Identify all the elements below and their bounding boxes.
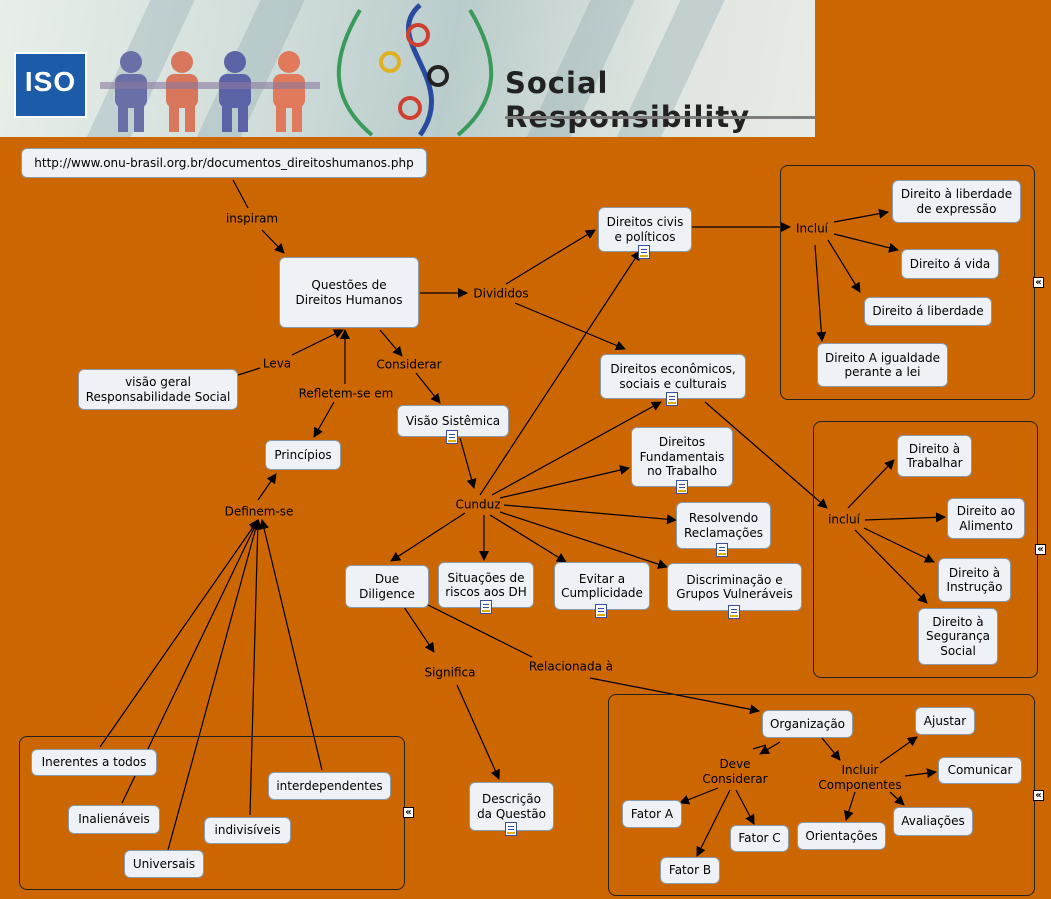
link-relacionada: Relacionada à — [528, 659, 614, 674]
node-questoes[interactable]: Questões de Direitos Humanos — [279, 257, 419, 328]
document-icon[interactable] — [446, 430, 458, 444]
node-avaliacoes[interactable]: Avaliações — [893, 807, 973, 836]
link-inclui-economicos: incluí — [828, 512, 860, 527]
node-fator-b[interactable]: Fator B — [660, 857, 720, 884]
document-icon[interactable] — [676, 480, 688, 494]
document-icon[interactable] — [728, 605, 740, 619]
link-refletem: Refletem-se em — [298, 386, 394, 401]
node-evitar[interactable]: Evitar a Cumplicidade — [554, 562, 650, 610]
label: Direitos Fundamentais no Trabalho — [639, 435, 725, 479]
node-liberdade-expressao[interactable]: Direito à liberdade de expressão — [892, 180, 1021, 223]
document-icon[interactable] — [480, 600, 492, 614]
node-inerentes[interactable]: Inerentes a todos — [31, 749, 157, 776]
label: Visão Sistêmica — [405, 413, 501, 428]
node-direito-alimento[interactable]: Direito ao Alimento — [947, 498, 1025, 539]
link-inclui-civis: Incluí — [795, 221, 829, 236]
node-organizacao[interactable]: Organização — [762, 710, 853, 738]
node-direito-instrucao[interactable]: Direito à Instrução — [938, 558, 1011, 602]
link-leva: Leva — [262, 356, 292, 371]
label: Discriminação e Grupos Vulneráveis — [676, 572, 793, 602]
node-direito-trabalhar[interactable]: Direito à Trabalhar — [897, 435, 972, 477]
node-comunicar[interactable]: Comunicar — [938, 757, 1022, 784]
collapse-icon[interactable]: « — [1035, 544, 1046, 555]
label: Situações de riscos aos DH — [445, 570, 527, 600]
node-direito-liberdade[interactable]: Direito á liberdade — [864, 297, 992, 326]
link-definem: Definem-se — [224, 504, 294, 519]
node-direitos-fundamentais[interactable]: Direitos Fundamentais no Trabalho — [631, 427, 733, 487]
node-universais[interactable]: Universais — [124, 850, 204, 878]
iso-logo: ISO — [14, 52, 87, 118]
node-fator-c[interactable]: Fator C — [730, 825, 789, 852]
label: Direitos econômicos, sociais e culturais — [610, 362, 736, 391]
node-discriminacao[interactable]: Discriminação e Grupos Vulneráveis — [667, 563, 802, 611]
node-principios[interactable]: Princípios — [265, 440, 341, 470]
node-indivisiveis[interactable]: indivisíveis — [204, 817, 291, 844]
document-icon[interactable] — [505, 822, 517, 836]
people-illustration — [100, 3, 494, 137]
collapse-icon[interactable]: « — [403, 807, 414, 818]
node-due-diligence[interactable]: Due Diligence — [345, 565, 429, 608]
node-orientacoes[interactable]: Orientações — [797, 822, 886, 850]
label: Resolvendo Reclamações — [683, 511, 764, 540]
node-direito-seguranca[interactable]: Direito à Segurança Social — [918, 608, 998, 665]
node-descricao[interactable]: Descrição da Questão — [469, 782, 554, 831]
node-resolvendo[interactable]: Resolvendo Reclamações — [676, 502, 771, 549]
collapse-icon[interactable]: « — [1033, 277, 1044, 288]
link-cunduz: Cunduz — [455, 497, 501, 512]
link-considerar: Considerar — [376, 357, 442, 372]
node-interdependentes[interactable]: interdependentes — [268, 772, 391, 800]
node-fator-a[interactable]: Fator A — [622, 800, 682, 828]
document-icon[interactable] — [716, 543, 728, 557]
link-significa: Significa — [424, 665, 476, 680]
node-ajustar[interactable]: Ajustar — [915, 707, 975, 735]
people-figures — [100, 51, 320, 132]
link-divididos: Divididos — [473, 286, 529, 301]
label: Evitar a Cumplicidade — [561, 571, 643, 601]
node-direito-igualdade[interactable]: Direito A igualdade perante a lei — [817, 343, 948, 387]
document-icon[interactable] — [638, 245, 650, 259]
link-deve-considerar: Deve Considerar — [702, 757, 768, 786]
banner-underline — [505, 116, 815, 119]
document-icon[interactable] — [666, 392, 678, 406]
collapse-icon[interactable]: « — [1033, 790, 1044, 801]
node-inalienaveis[interactable]: Inalienáveis — [68, 805, 160, 834]
link-incluir-componentes: Incluir Componentes — [818, 763, 902, 792]
banner-image: ISO Social Responsibility — [0, 0, 815, 137]
label: Descrição da Questão — [477, 792, 546, 821]
node-url[interactable]: http://www.onu-brasil.org.br/documentos_… — [21, 148, 427, 178]
link-inspiram: inspiram — [225, 211, 279, 226]
dna-helix-logo — [336, 3, 494, 137]
label: Direitos civis e políticos — [606, 215, 684, 244]
document-icon[interactable] — [595, 604, 607, 618]
node-visao-geral[interactable]: visão geral Responsabilidade Social — [78, 369, 238, 410]
node-direitos-economicos[interactable]: Direitos econômicos, sociais e culturais — [600, 354, 746, 399]
node-direito-vida[interactable]: Direito á vida — [901, 249, 999, 279]
